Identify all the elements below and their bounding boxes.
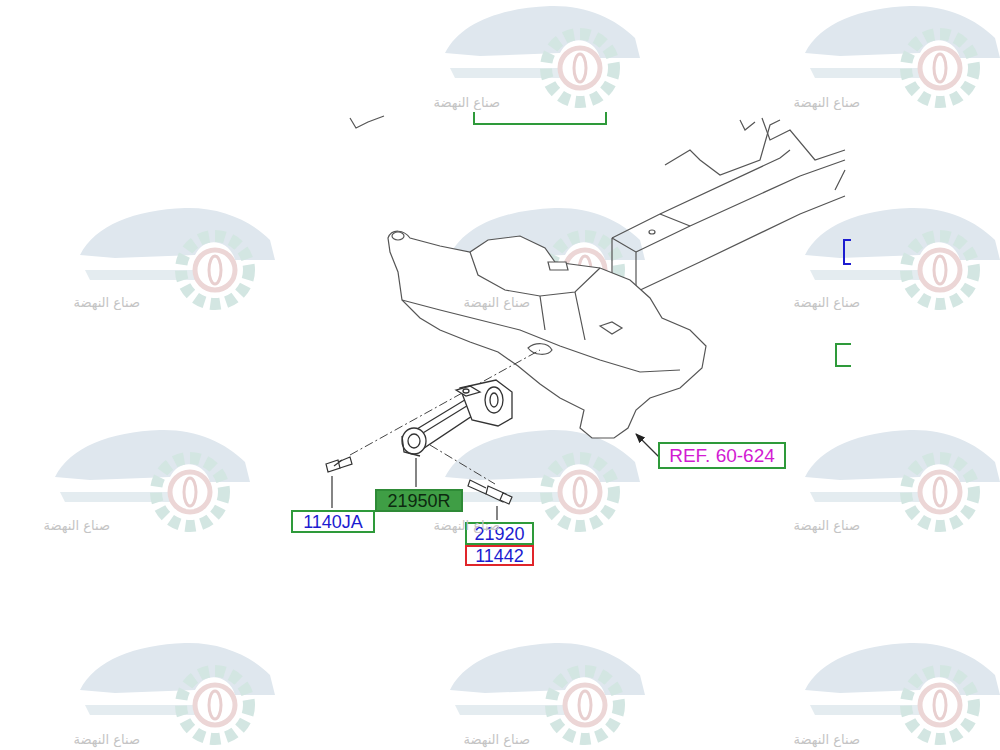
- part-number-box: 21950R: [375, 489, 463, 512]
- watermark: صناع النهضة: [793, 519, 860, 532]
- part-number: 21950R: [387, 492, 450, 510]
- sub-frame: [388, 231, 706, 438]
- watermark: صناع النهضة: [433, 96, 500, 109]
- roll-rod-mount: [402, 380, 512, 456]
- watermark: صناع النهضة: [793, 296, 860, 309]
- watermark-logo: [55, 6, 1000, 739]
- watermark: صناع النهضة: [463, 296, 530, 309]
- watermark: صناع النهضة: [73, 296, 140, 309]
- reference-box: REF. 60-624: [658, 442, 786, 469]
- part-number: 1140JA: [303, 513, 363, 531]
- watermark: صناع النهضة: [433, 519, 500, 532]
- leader-line: [332, 434, 660, 520]
- watermark: صناع النهضة: [793, 96, 860, 109]
- part-number-box: 11442: [465, 545, 534, 566]
- watermark: صناع النهضة: [793, 733, 860, 746]
- part-number-box: 1140JA: [291, 510, 375, 533]
- part-number: REF. 60-624: [669, 446, 775, 465]
- frame-rail: [612, 118, 845, 292]
- watermark: صناع النهضة: [73, 733, 140, 746]
- watermark: صناع النهضة: [43, 519, 110, 532]
- part-number: 11442: [475, 547, 524, 565]
- center-line: [350, 350, 540, 484]
- watermark: صناع النهضة: [463, 733, 530, 746]
